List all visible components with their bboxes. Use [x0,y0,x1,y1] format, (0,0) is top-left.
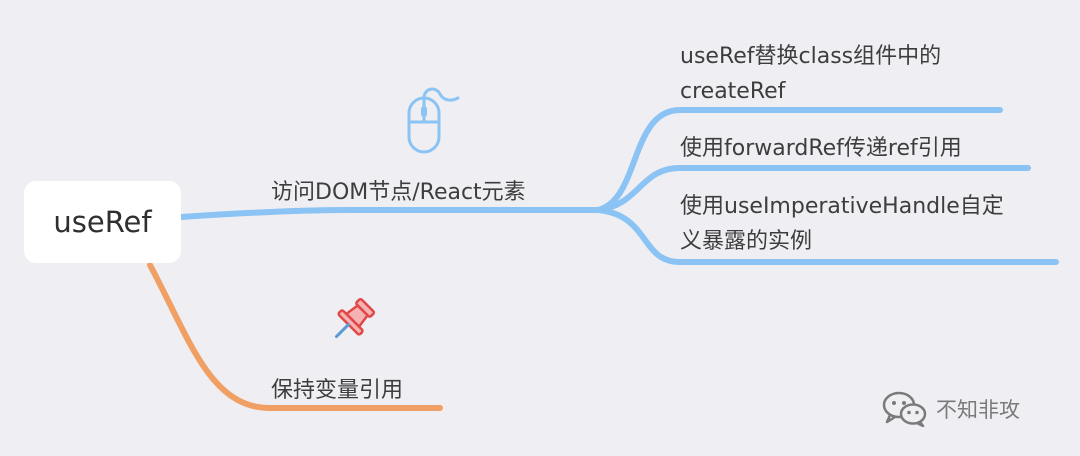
edge-dom-to-child-3 [595,207,1059,265]
pushpin-icon [334,297,376,339]
mouse-icon [407,87,460,154]
child-label-forwardref[interactable]: 使用forwardRef传递ref引用 [680,136,962,161]
watermark: 不知非攻 [882,391,1020,427]
child-label-createref-line-1[interactable]: useRef替换class组件中的 [680,44,942,69]
edge-root-to-dom-branch [178,207,601,220]
branch-label-dom-access[interactable]: 访问DOM节点/React元素 [271,180,526,205]
child-label-imperativehandle-line-2[interactable]: 义暴露的实例 [680,229,813,254]
wechat-icon [882,391,927,427]
child-label-createref-line-2[interactable]: createRef [680,79,786,104]
watermark-text: 不知非攻 [936,398,1020,422]
edge-root-to-variable-branch [147,262,443,411]
edge-dom-to-child-1 [595,107,1003,213]
edge-dom-to-child-2 [595,165,1031,213]
child-label-imperativehandle-line-1[interactable]: 使用useImperativeHandle自定 [680,194,1004,219]
root-node-label: useRef [53,205,152,239]
root-node[interactable]: useRef [24,181,181,263]
branch-label-keep-variable-reference[interactable]: 保持变量引用 [271,378,404,403]
